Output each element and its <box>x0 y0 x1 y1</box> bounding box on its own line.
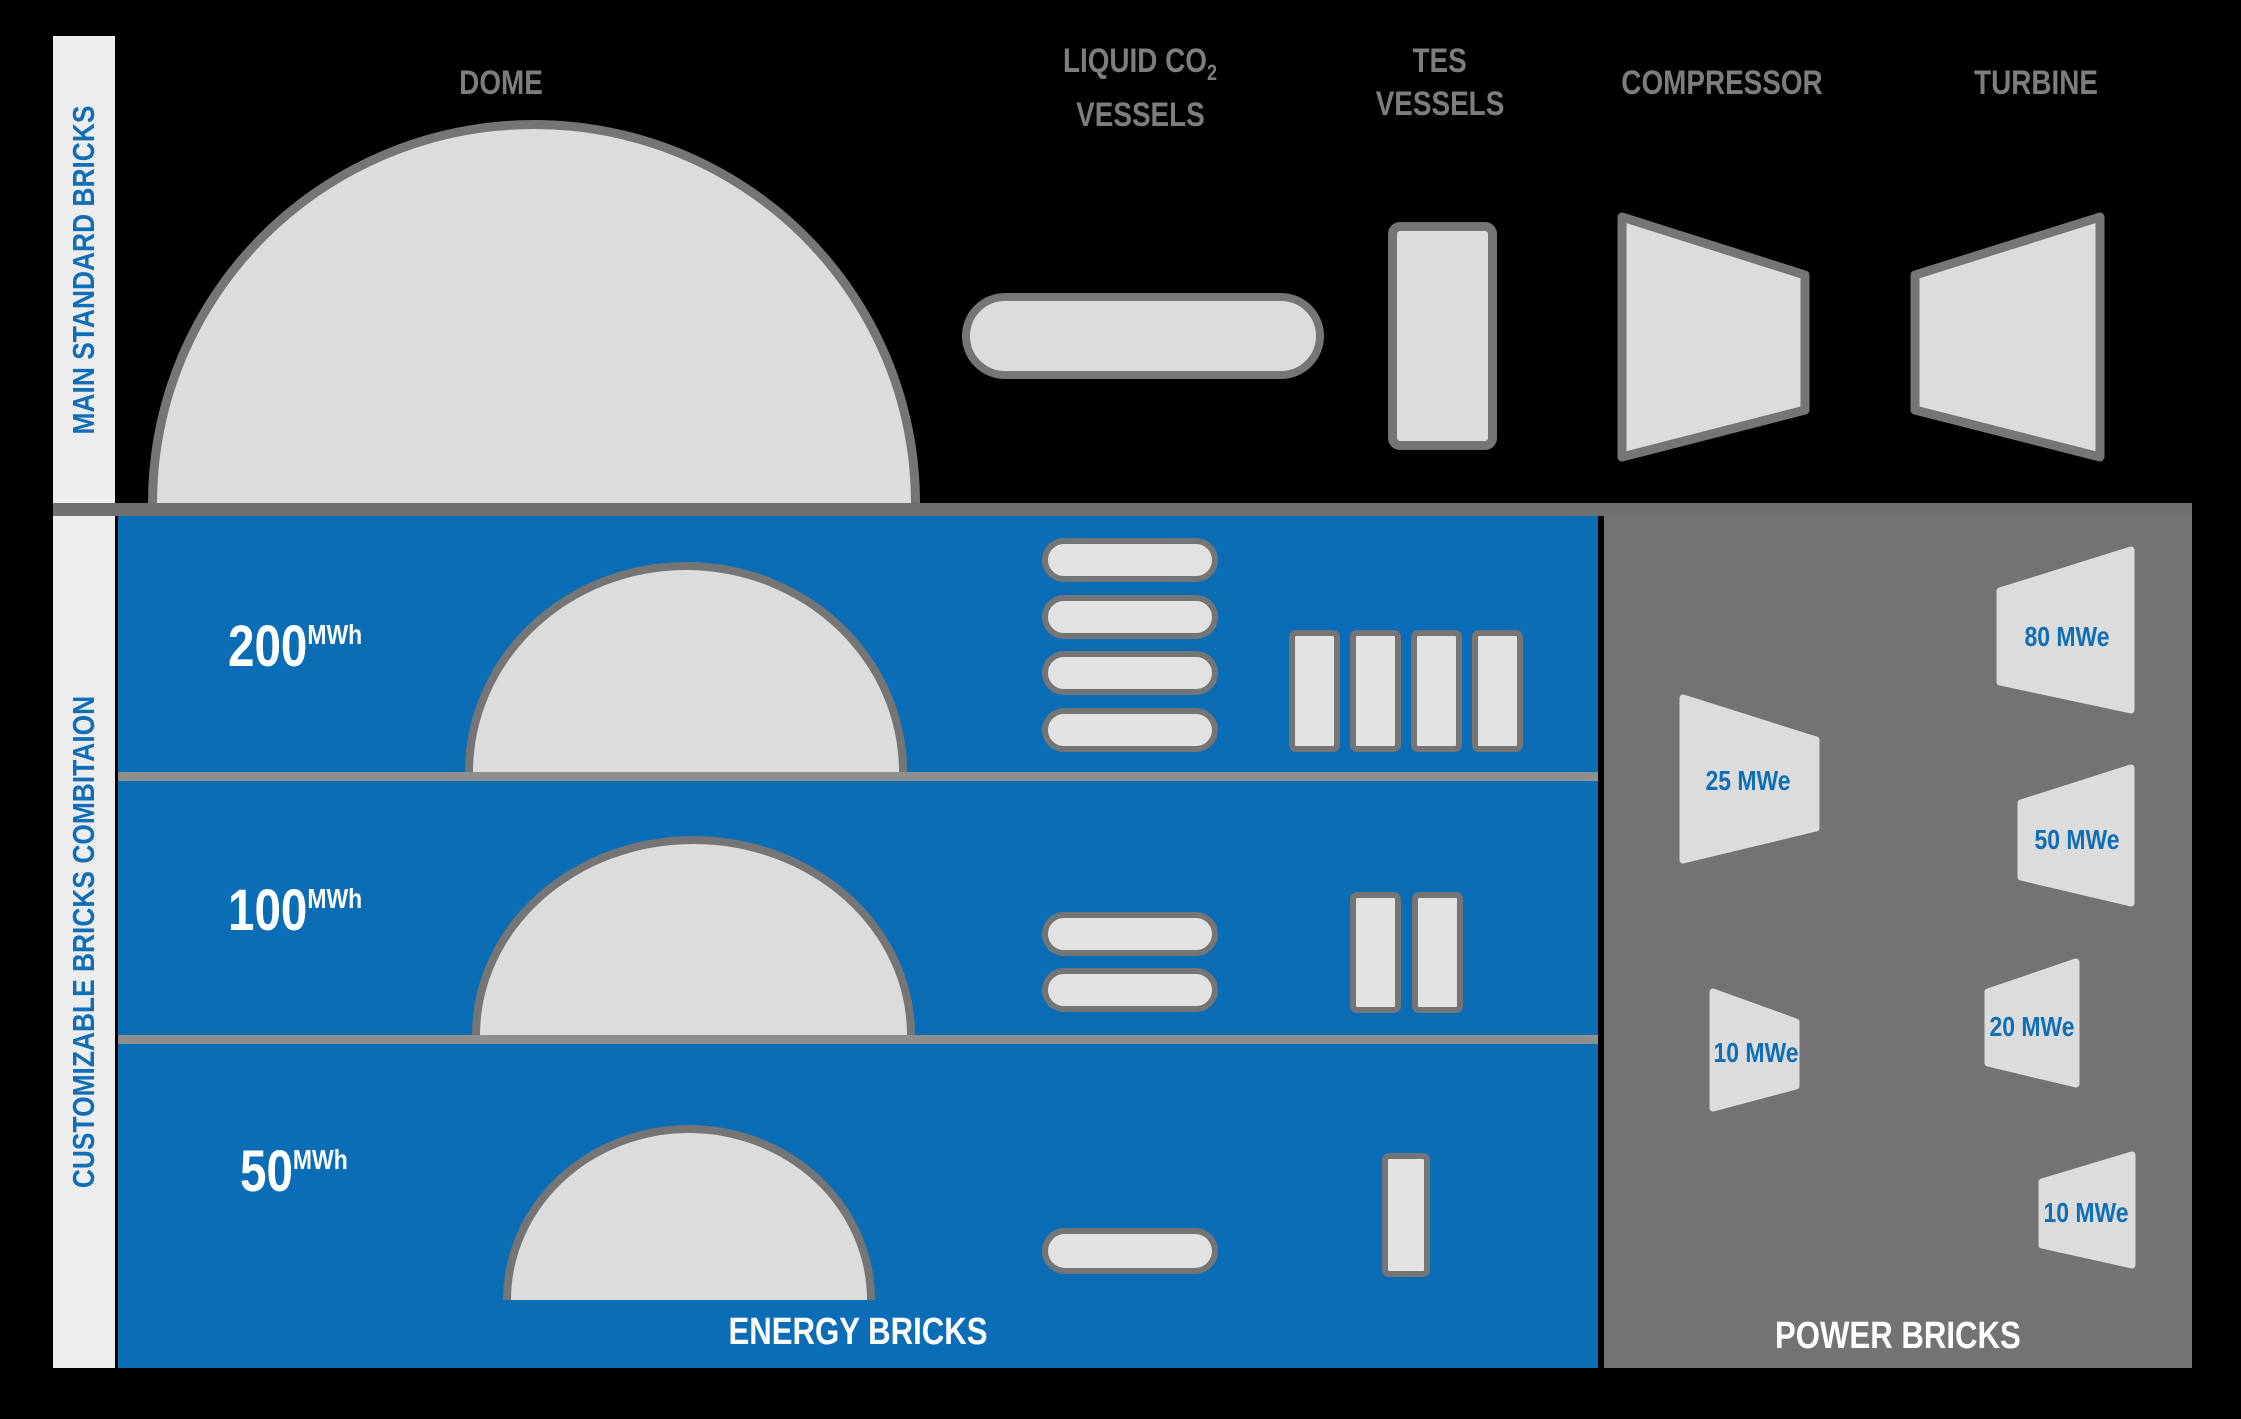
turbine-shape-50mwe <box>2017 764 2135 907</box>
liquid-co2-vessels-header: LIQUID CO2 VESSELS <box>1062 42 1218 134</box>
row-capacity-label-100mwh: 100MWh <box>228 878 363 943</box>
liquid-co2-vessel-shape-row3 <box>1042 1228 1218 1274</box>
compressor-header: COMPRESSOR <box>1621 64 1823 102</box>
power-label-25mwe: 25 MWe <box>1705 765 1791 796</box>
row-capacity-label-50mwh: 50MWh <box>240 1139 348 1204</box>
row-separator-2 <box>118 1035 1598 1044</box>
main-standard-bricks-sidebar: MAIN STANDARD BRICKS <box>53 36 115 503</box>
power-bricks-footer-label: POWER BRICKS <box>1775 1315 2021 1357</box>
liquid-co2-vessel-shape-row1 <box>1042 594 1218 639</box>
power-label-80mwe: 80 MWe <box>2024 621 2110 652</box>
compressor-shape-10mwe <box>1709 988 1800 1112</box>
power-label-10mwe-turbine: 10 MWe <box>2043 1197 2129 1228</box>
tes-vessel-shape-row1 <box>1472 630 1523 752</box>
turbine-shape-main <box>1910 212 2105 462</box>
tes-vessel-shape-row2 <box>1350 892 1401 1013</box>
turbine-header: TURBINE <box>1974 64 2098 102</box>
dome-header: DOME <box>459 64 543 102</box>
row-separator-1 <box>118 772 1598 781</box>
liquid-co2-vessel-shape-main <box>962 293 1324 379</box>
turbine-shape-10mwe <box>2038 1151 2136 1269</box>
compressor-shape-25mwe <box>1679 694 1820 864</box>
tes-vessels-header: TES VESSELS <box>1375 42 1505 123</box>
liquid-co2-vessel-shape-row1 <box>1042 707 1218 752</box>
liquid-co2-vessel-shape-row2 <box>1042 912 1218 956</box>
liquid-co2-vessel-shape-row2 <box>1042 968 1218 1012</box>
tes-vessel-shape-row2 <box>1411 892 1463 1013</box>
turbine-shape-80mwe <box>1996 546 2135 714</box>
customizable-bricks-sidebar: CUSTOMIZABLE BRICKS COMBITAION <box>53 516 115 1368</box>
liquid-co2-vessel-shape-row1 <box>1042 538 1218 582</box>
liquid-co2-vessel-shape-row1 <box>1042 651 1218 695</box>
tes-vessel-shape-row1 <box>1411 630 1462 752</box>
tes-vessel-shape-main <box>1388 222 1497 450</box>
tes-vessel-shape-row1 <box>1289 630 1340 752</box>
energy-bricks-footer-label: ENERGY BRICKS <box>728 1311 988 1353</box>
compressor-shape-main <box>1617 212 1810 462</box>
power-label-10mwe-compressor: 10 MWe <box>1713 1037 1799 1068</box>
tes-vessel-shape-row1 <box>1350 630 1401 752</box>
turbine-shape-20mwe <box>1984 958 2080 1088</box>
power-label-20mwe: 20 MWe <box>1989 1011 2075 1042</box>
power-label-50mwe: 50 MWe <box>2034 824 2120 855</box>
tes-vessel-shape-row3 <box>1382 1153 1430 1277</box>
row-capacity-label-200mwh: 200MWh <box>228 614 363 679</box>
section-divider <box>53 503 2192 516</box>
